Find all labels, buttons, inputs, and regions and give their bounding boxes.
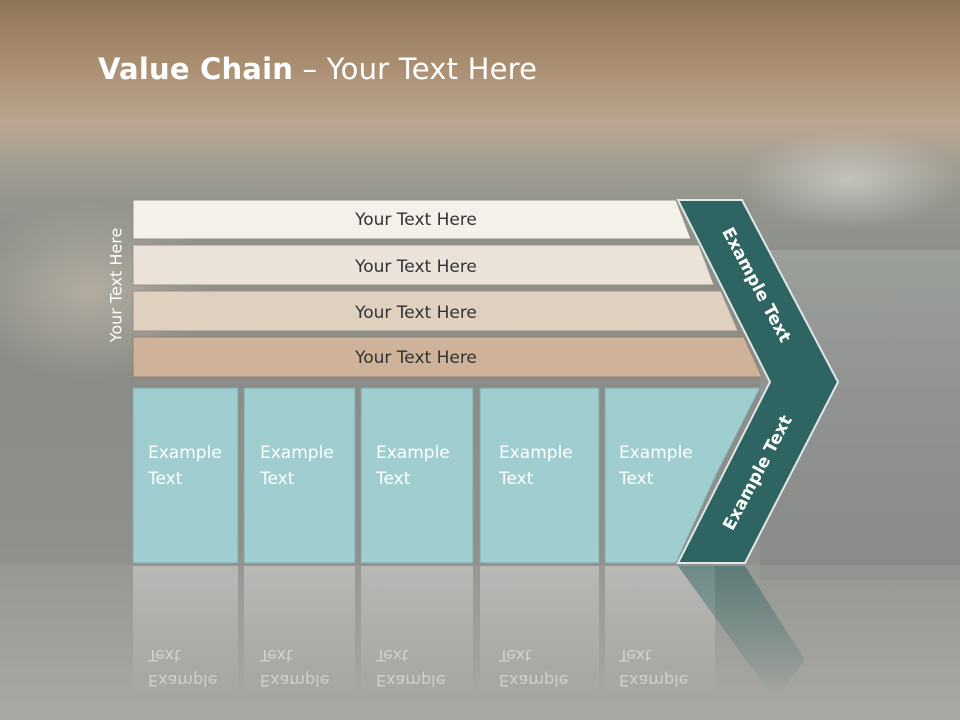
row-band-4 [132,336,763,378]
slide-title: Value Chain – Your Text Here [98,52,537,86]
column-box-3 [360,387,474,564]
reflection-text: Example [376,671,445,690]
reflection-text: Text [618,646,651,665]
row-label-3: Your Text Here [354,303,477,323]
column-5-line1: Example [619,443,693,463]
reflection-text: Text [498,646,531,665]
column-reflection [133,566,238,696]
chevron-reflection [678,566,805,700]
row-band-3 [132,290,739,332]
column-box-1 [132,387,239,564]
column-box-5 [604,387,761,564]
reflection-group: Text Example Text Example Text Example T… [133,566,805,700]
row-label-4: Your Text Here [354,348,477,368]
row-label-1: Your Text Here [354,210,477,230]
column-reflection [361,566,473,696]
column-box-4 [479,387,600,564]
reflection-text: Example [148,671,217,690]
reflection-text: Text [259,646,292,665]
row-label-2: Your Text Here [354,257,477,277]
value-chain-chevron [676,199,840,564]
column-box-2 [243,387,356,564]
reflection-text: Example [499,671,568,690]
background-towels [740,130,960,230]
column-3-line1: Example [376,443,450,463]
column-4-line1: Example [499,443,573,463]
column-3-line2: Text [375,469,411,489]
column-reflection [480,566,599,696]
column-1-line1: Example [148,443,222,463]
column-4-line2: Text [498,469,534,489]
column-5-line2: Text [618,469,654,489]
reflection-text: Text [375,646,408,665]
reflection-text: Text [147,646,180,665]
row-band-2 [132,244,715,286]
row-band-1 [132,199,692,240]
reflection-text: Example [260,671,329,690]
title-bold: Value Chain [98,52,294,86]
column-1-line2: Text [147,469,183,489]
column-2-line2: Text [259,469,295,489]
column-2-line1: Example [260,443,334,463]
title-rest: – Your Text Here [293,52,538,86]
reflection-text: Example [619,671,688,690]
column-reflection [244,566,355,696]
